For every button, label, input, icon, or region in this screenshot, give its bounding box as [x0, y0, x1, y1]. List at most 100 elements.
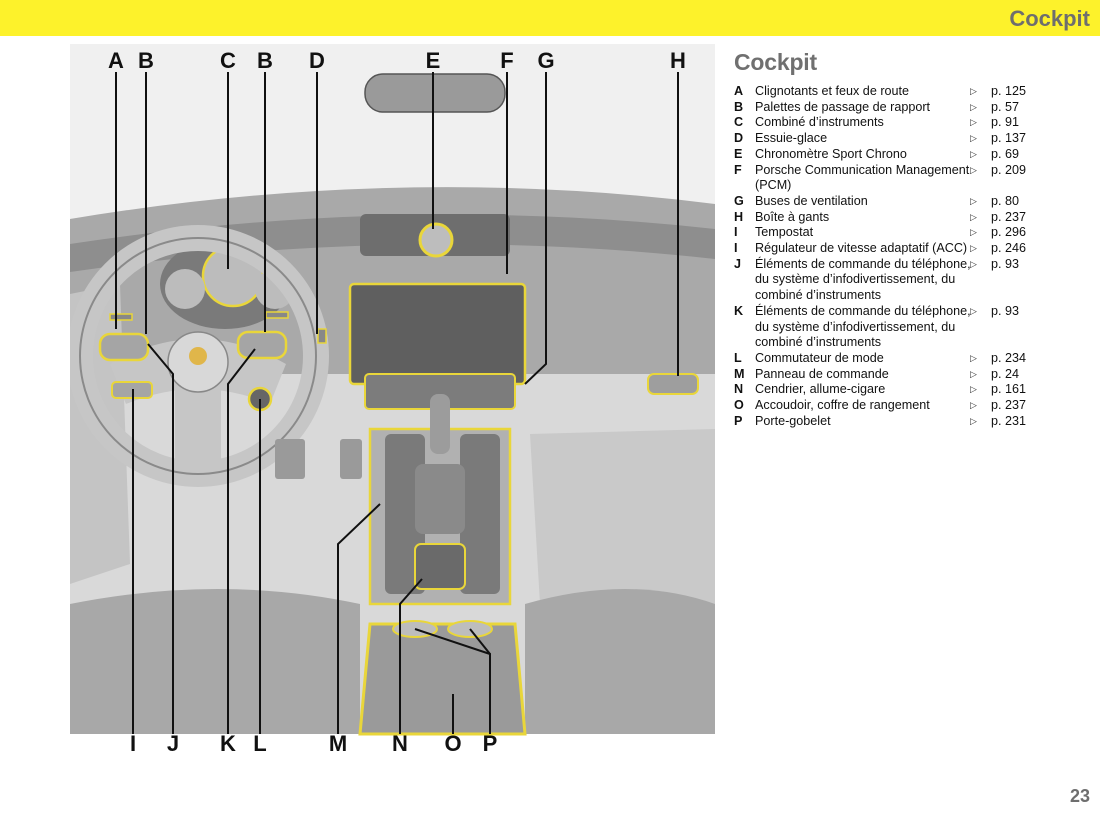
arrow-icon: ▷	[970, 305, 977, 316]
legend-page-ref: p. 161	[991, 382, 1027, 397]
arrow-icon: ▷	[970, 415, 977, 426]
legend-key: K	[734, 303, 744, 318]
legend-description: Panneau de commande	[755, 366, 889, 381]
legend-row: G Buses de ventilation ▷ p. 80	[734, 194, 1094, 210]
arrow-icon: ▷	[970, 227, 977, 238]
arrow-icon: ▷	[970, 164, 977, 175]
legend-list: A Clignotants et feux de route ▷ p. 125 B Pa…	[734, 84, 1094, 429]
arrow-icon: ▷	[970, 211, 977, 222]
callout-o-bottom: O	[444, 731, 461, 756]
arrow-icon: ▷	[970, 86, 977, 96]
callout-d-top: D	[309, 48, 325, 73]
legend-description: Buses de ventilation	[755, 193, 868, 208]
legend-row: H Boîte à gants ▷ p. 237	[734, 210, 1094, 226]
legend-description: Palettes de passage de rapport	[755, 99, 931, 114]
header-title: Cockpit	[1009, 6, 1090, 31]
arrow-icon: ▷	[970, 352, 977, 363]
legend-row: E Chronomètre Sport Chrono ▷ p. 69	[734, 147, 1094, 163]
legend-page-ref: p. 237	[991, 209, 1027, 224]
arrow-icon: ▷	[970, 368, 977, 379]
callout-n-bottom: N	[392, 731, 408, 756]
legend-row: A Clignotants et feux de route ▷ p. 125	[734, 84, 1094, 100]
legend-key: F	[734, 162, 742, 177]
arrow-icon: ▷	[970, 243, 977, 254]
legend-description: Clignotants et feux de route	[755, 84, 910, 98]
legend-description: Régulateur de vitesse adaptatif (ACC)	[755, 241, 968, 256]
page-number: 23	[1069, 786, 1090, 806]
legend-page-ref: p. 125	[991, 84, 1027, 98]
legend-key: D	[734, 131, 744, 146]
legend-description: Tempostat	[755, 225, 814, 240]
header-bar: Cockpit	[0, 0, 1100, 36]
legend-key: L	[734, 350, 742, 365]
legend-key: I	[734, 241, 738, 256]
legend-row: M Panneau de commande ▷ p. 24	[734, 367, 1094, 383]
legend-row: O Accoudoir, coffre de rangement ▷ p. 237	[734, 398, 1094, 414]
legend-page-ref: p. 231	[991, 413, 1027, 428]
legend-page-ref: p. 246	[991, 241, 1027, 256]
callout-a-top: A	[108, 48, 124, 73]
legend-description: Accoudoir, coffre de rangement	[755, 398, 930, 413]
legend-key: A	[734, 84, 744, 98]
cockpit-illustration: A B C B D E F G H I J K L M N O P	[70, 44, 715, 757]
legend-description: Commutateur de mode	[755, 350, 884, 365]
arrow-icon: ▷	[970, 258, 977, 269]
callout-f-top: F	[500, 48, 513, 73]
arrow-icon: ▷	[970, 195, 977, 206]
arrow-icon: ▷	[970, 148, 977, 159]
section-title: Cockpit	[734, 49, 817, 75]
legend-page-ref: p. 234	[991, 350, 1027, 365]
callout-g-top: G	[537, 48, 554, 73]
legend-row: F Porsche Communication Management (PCM)▷…	[734, 163, 1094, 194]
callout-c-top: C	[220, 48, 236, 73]
callout-b-top-left: B	[138, 48, 154, 73]
legend-key: J	[734, 256, 742, 271]
callout-l-bottom: L	[253, 731, 266, 756]
legend-key: M	[734, 366, 745, 381]
legend-key: P	[734, 413, 743, 428]
legend-description: Éléments de commande du téléphone, du sy…	[755, 256, 971, 303]
legend-key: N	[734, 382, 744, 397]
legend-row: I Régulateur de vitesse adaptatif (ACC)▷ p…	[734, 241, 1094, 257]
callout-h-top: H	[670, 48, 686, 73]
legend-description: Chronomètre Sport Chrono	[755, 146, 907, 161]
callout-m-bottom: M	[329, 731, 347, 756]
legend-page-ref: p. 237	[991, 398, 1027, 413]
callout-b-top-right: B	[257, 48, 273, 73]
legend-description: Boîte à gants	[755, 209, 830, 224]
legend-key: H	[734, 209, 744, 224]
legend-row: P Porte-gobelet ▷ p. 231	[734, 414, 1094, 430]
callout-e-top: E	[426, 48, 441, 73]
arrow-icon: ▷	[970, 384, 977, 395]
legend-row: L Commutateur de mode ▷ p. 234	[734, 351, 1094, 367]
legend-key: G	[734, 193, 744, 208]
legend-page-ref: p. 91	[991, 115, 1020, 130]
legend-key: O	[734, 398, 744, 413]
legend-row: J Éléments de commande du téléphone, du s…	[734, 257, 1094, 304]
callout-k-bottom: K	[220, 731, 236, 756]
legend-key: I	[734, 225, 738, 240]
legend-description: Essuie-glace	[755, 131, 828, 146]
callout-p-bottom: P	[483, 731, 498, 756]
legend-key: B	[734, 99, 744, 114]
legend-page-ref: p. 93	[991, 256, 1020, 271]
callout-i-bottom: I	[130, 731, 136, 756]
arrow-icon: ▷	[970, 117, 977, 128]
legend-description: Porte-gobelet	[755, 413, 831, 428]
legend-page-ref: p. 80	[991, 193, 1020, 208]
legend-description: Porsche Communication Management (PCM)	[755, 162, 970, 193]
legend-page-ref: p. 24	[991, 366, 1020, 381]
legend-page-ref: p. 137	[991, 131, 1027, 146]
legend-page-ref: p. 69	[991, 146, 1020, 161]
legend-page-ref: p. 209	[991, 162, 1027, 177]
arrow-icon: ▷	[970, 400, 977, 411]
arrow-icon: ▷	[970, 101, 977, 112]
legend-key: E	[734, 146, 743, 161]
callout-j-bottom: J	[167, 731, 179, 756]
